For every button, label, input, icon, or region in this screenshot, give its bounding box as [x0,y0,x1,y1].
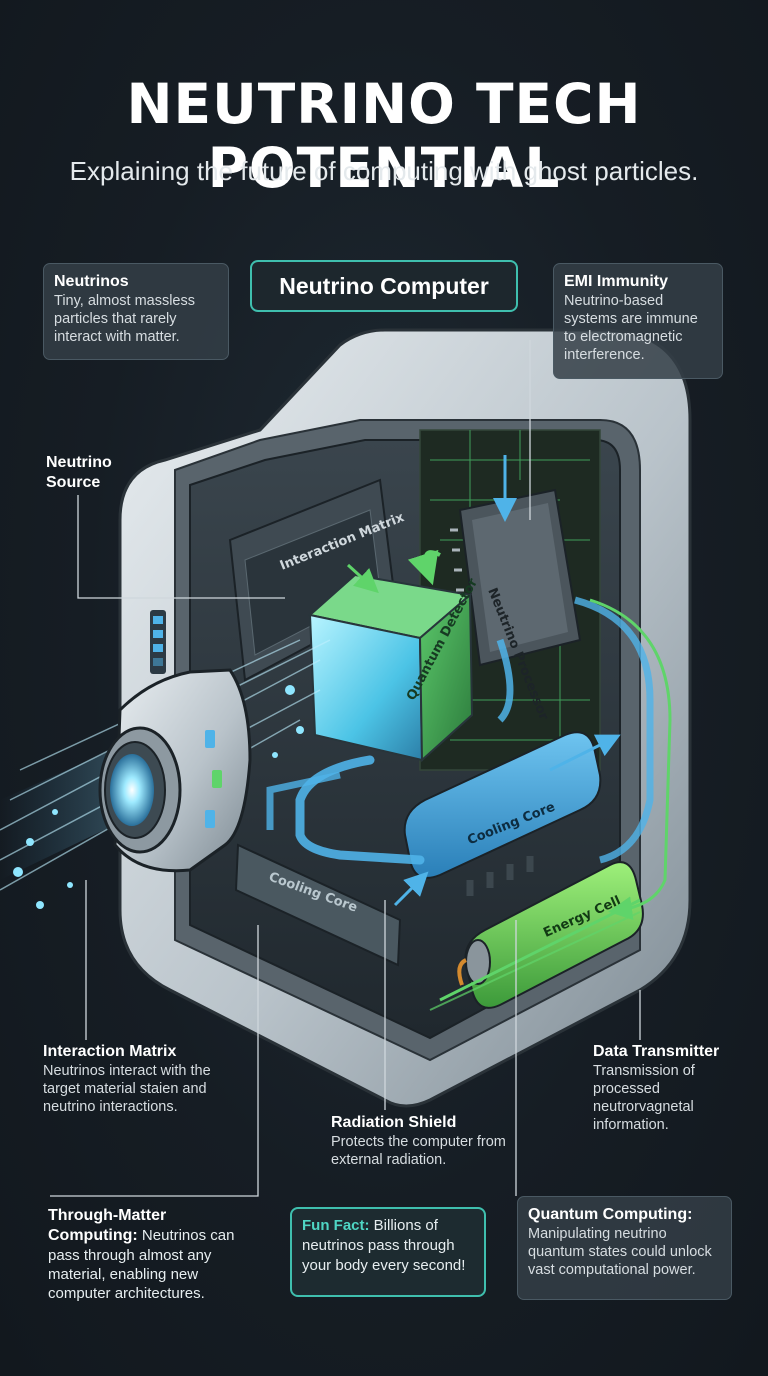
callout-through-matter-heading: Through-Matter Computing: [48,1207,167,1244]
callout-neutrinos-heading: Neutrinos [54,273,129,290]
quantum-detector-cube: Quantum Detector [307,573,481,763]
callout-data-transmitter: Data Transmitter Transmission of process… [593,1042,753,1134]
callout-quantum-heading: Quantum Computing: [528,1206,693,1223]
interaction-matrix-panel: Interaction Matrix [228,478,407,682]
callout-quantum-computing: Quantum Computing: Manipulating neutrino… [517,1196,732,1300]
callout-source-heading: Neutrino Source [46,454,112,491]
callout-quantum-text: Manipulating neutrino quantum states cou… [528,1226,712,1278]
neutrino-processor: Neutrino Processor [450,488,582,723]
callout-interaction-matrix: Interaction Matrix Neutrinos interact wi… [43,1042,213,1116]
callout-transmitter-heading: Data Transmitter [593,1043,720,1060]
callout-emi-immunity: EMI Immunity Neutrino-based systems are … [553,263,723,379]
callout-radiation-shield: Radiation Shield Protects the computer f… [331,1113,511,1169]
callout-shield-text: Protects the computer from external radi… [331,1134,506,1168]
fun-fact-text: Billions of neutrinos pass through your … [302,1217,466,1274]
callout-through-matter-text: Neutrinos can pass through almost any ma… [48,1227,235,1302]
callout-through-matter-computing: Through-Matter Computing: Neutrinos can … [48,1206,253,1303]
callout-neutrinos-text: Tiny, almost massless particles that rar… [54,293,195,345]
callout-neutrinos: Neutrinos Tiny, almost massless particle… [43,263,229,360]
callout-transmitter-text: Transmission of processed neutrorvagneta… [593,1063,695,1133]
callout-interaction-heading: Interaction Matrix [43,1043,177,1060]
page-title: NEUTRINO TECH POTENTIAL [126,72,642,200]
callout-interaction-text: Neutrinos interact with the target mater… [43,1063,211,1115]
page-subtitle: Explaining the future of computing with … [69,156,699,186]
neutrino-emitter [98,668,252,873]
callout-shield-heading: Radiation Shield [331,1114,457,1131]
flow-pipes [266,455,672,1011]
fun-fact-box: Fun Fact: Billions of neutrinos pass thr… [290,1207,486,1297]
neutrino-computer-label: Neutrino Computer [250,260,518,312]
callout-emi-text: Neutrino-based systems are immune to ele… [564,293,698,363]
callout-leaders [50,340,641,1197]
callout-neutrino-source: Neutrino Source [46,453,136,493]
callout-emi-heading: EMI Immunity [564,273,669,290]
fun-fact-label: Fun Fact: [302,1217,370,1234]
